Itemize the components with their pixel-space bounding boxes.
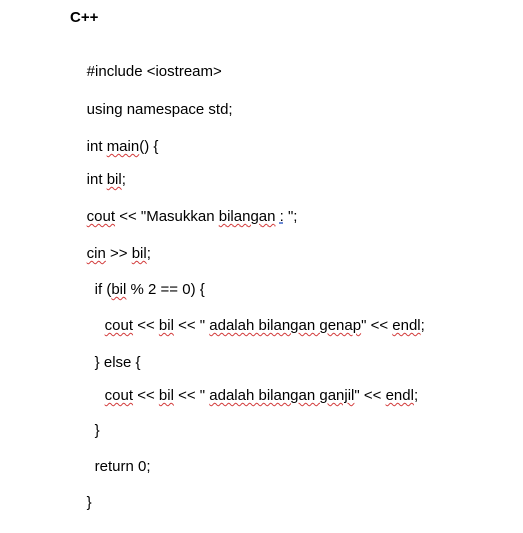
code-text: using namespace std; bbox=[86, 101, 233, 118]
code-text: if ( bbox=[94, 281, 112, 298]
spellcheck-word: main bbox=[106, 138, 140, 155]
spellcheck-word: endl bbox=[392, 317, 421, 334]
code-line-else: } else { bbox=[78, 333, 141, 371]
code-text: ; bbox=[413, 387, 419, 404]
code-line-main: int main() { bbox=[70, 117, 159, 155]
code-line-if: if (bil % 2 == 0) { bbox=[78, 260, 205, 298]
code-text: >> bbox=[105, 245, 132, 262]
spellcheck-word: bilangan bbox=[218, 208, 276, 225]
code-text: ; bbox=[146, 245, 151, 262]
code-text: } bbox=[94, 422, 100, 439]
code-text: () { bbox=[139, 138, 159, 155]
code-text: ; bbox=[121, 171, 126, 188]
code-text: return 0; bbox=[94, 458, 151, 475]
spellcheck-word: cout bbox=[104, 387, 134, 404]
code-line-include: #include <iostream> bbox=[70, 42, 222, 80]
code-text: int bbox=[86, 138, 107, 155]
code-line-cin: cin >> bil; bbox=[70, 224, 151, 262]
spellcheck-word: cout bbox=[86, 208, 116, 225]
code-text: } else { bbox=[94, 354, 141, 371]
spellcheck-word: bil bbox=[158, 387, 174, 404]
code-text: % 2 == 0) { bbox=[126, 281, 205, 298]
spellcheck-word: bil bbox=[106, 171, 122, 188]
spellcheck-word: bil bbox=[131, 245, 147, 262]
code-text: << bbox=[133, 317, 159, 334]
language-heading: C++ bbox=[70, 9, 99, 26]
spellcheck-word: adalah bilangan genap bbox=[209, 317, 362, 334]
code-text: << "Masukkan bbox=[115, 208, 219, 225]
spellcheck-word: cin bbox=[86, 245, 106, 262]
code-text: } bbox=[86, 494, 92, 511]
code-line-return: return 0; bbox=[78, 437, 151, 475]
spellcheck-word: bil bbox=[158, 317, 174, 334]
code-text: << bbox=[133, 387, 159, 404]
code-text: ; bbox=[420, 317, 425, 334]
document-page: C++ #include <iostream> using namespace … bbox=[70, 9, 425, 511]
code-line-close-main: } bbox=[70, 473, 92, 511]
grammar-mark: : bbox=[279, 208, 284, 225]
code-line-cout-ganjil: cout << bil << " adalah bilangan ganjil"… bbox=[88, 366, 418, 404]
spellcheck-word: bil bbox=[111, 281, 127, 298]
code-text: << " bbox=[173, 387, 210, 404]
code-text: #include <iostream> bbox=[86, 63, 222, 80]
code-line-using: using namespace std; bbox=[70, 80, 233, 118]
code-text: int bbox=[86, 171, 107, 188]
code-line-cout-genap: cout << bil << " adalah bilangan genap" … bbox=[88, 296, 425, 334]
code-text: << " bbox=[173, 317, 210, 334]
code-line-close-else: } bbox=[78, 401, 100, 439]
code-line-cout-prompt: cout << "Masukkan bilangan : "; bbox=[70, 187, 298, 225]
spellcheck-word: adalah bilangan ganjil bbox=[209, 387, 355, 404]
code-text: "; bbox=[283, 208, 298, 225]
spellcheck-word: endl bbox=[385, 387, 414, 404]
code-text: " << bbox=[354, 387, 386, 404]
code-text: " << bbox=[361, 317, 393, 334]
spellcheck-word: cout bbox=[104, 317, 134, 334]
code-line-declare-bil: int bil; bbox=[70, 150, 126, 188]
